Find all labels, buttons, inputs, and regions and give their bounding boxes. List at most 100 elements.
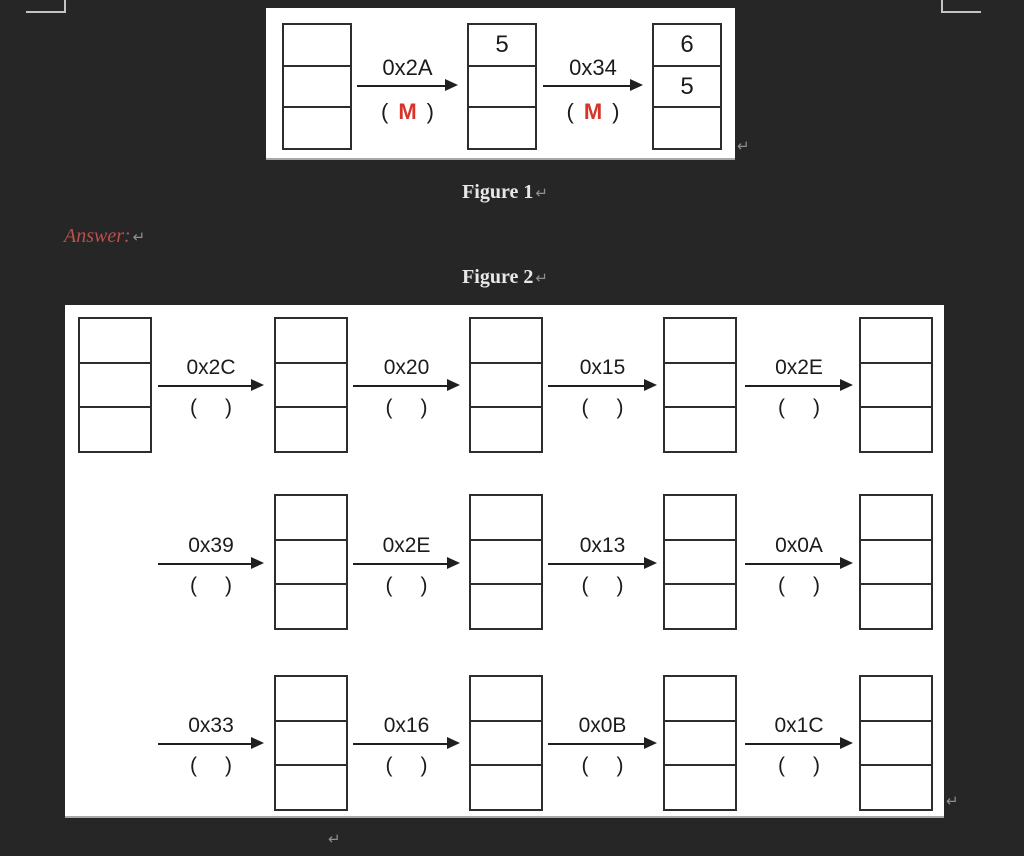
arrow-head-icon: [445, 79, 458, 91]
figure1-stack-2: 5: [467, 23, 537, 150]
arrow-line: [158, 557, 264, 569]
stack-cell: [276, 319, 346, 362]
figure2-panel: 0x2C () 0x20 () 0x15 (): [65, 305, 944, 818]
arrow-annotation: (): [745, 753, 853, 779]
arrow-hex-label: 0x33: [188, 714, 234, 737]
arrow-annotation: (): [548, 573, 657, 599]
stack-cell: [276, 538, 346, 584]
arrow-hex-label: 0x16: [383, 714, 430, 737]
arrow-hex-label: 0x2E: [382, 534, 431, 557]
paren-open: (: [190, 574, 197, 597]
stack-cell: [665, 406, 735, 451]
stack-cell: [471, 406, 541, 451]
figure2-row3-arrow-3: 0x0B (): [548, 713, 657, 779]
arrow-head-icon: [251, 379, 264, 391]
stack-cell: [861, 319, 931, 362]
paragraph-return-mark: ↵: [535, 184, 548, 202]
stack-cell: [284, 106, 350, 148]
figure2-row1-stack-4: [663, 317, 737, 453]
stack-cell: [284, 64, 350, 107]
figure2-row1-arrow-2: 0x20 (): [353, 355, 460, 421]
arrow-annotation: (): [353, 573, 460, 599]
stack-cell: [665, 764, 735, 809]
stack-cell: [276, 583, 346, 628]
figure2-row3-stack-2: [469, 675, 543, 811]
arrow-line: [548, 737, 657, 749]
paren-open: (: [581, 754, 589, 777]
arrow-hex-label: 0x0A: [775, 534, 823, 557]
arrow-hex-label: 0x15: [579, 356, 626, 379]
arrow-line: [548, 379, 657, 391]
stack-cell: [861, 583, 931, 628]
arrow-line: [357, 79, 458, 91]
figure2-row3-arrow-4: 0x1C (): [745, 713, 853, 779]
arrow-annotation: (M): [357, 99, 458, 125]
arrow-hex-label: 0x39: [188, 534, 234, 557]
figure2-row1-stack-5: [859, 317, 933, 453]
paren-close: ): [420, 754, 428, 777]
page-corner-mark-top-right: [941, 0, 981, 13]
arrow-head-icon: [447, 379, 460, 391]
figure2-row2-stack-1: [274, 494, 348, 630]
figure2-row2-arrow-1: 0x39 (): [158, 533, 264, 599]
stack-cell: 6: [680, 30, 694, 58]
stack-cell: [471, 319, 541, 362]
stack-cell: [276, 677, 346, 720]
stack-cell: [471, 361, 541, 407]
stack-cell: [80, 406, 150, 451]
arrow-head-icon: [840, 737, 853, 749]
arrow-annotation: (): [745, 573, 853, 599]
arrow-head-icon: [840, 379, 853, 391]
paragraph-return-mark: ↵: [328, 830, 341, 848]
figure2-row2-stack-3: [663, 494, 737, 630]
stack-cell: [665, 319, 735, 362]
paren-close: ): [813, 396, 820, 419]
answer-line[interactable]: Answer:↵: [64, 225, 145, 248]
paren-open: (: [385, 754, 393, 777]
stack-cell: [469, 64, 535, 107]
arrow-hex-label: 0x1C: [774, 714, 824, 737]
stack-cell: [276, 764, 346, 809]
figure2-row3-arrow-2: 0x16 (): [353, 713, 460, 779]
paren-open: (: [778, 754, 785, 777]
stack-cell: [471, 764, 541, 809]
stack-cell: [471, 538, 541, 584]
stack-cell: [276, 719, 346, 765]
stack-cell: [861, 538, 931, 584]
paren-open: (: [190, 754, 197, 777]
figure1-arrow-1: 0x2A (M): [357, 55, 458, 125]
paragraph-return-mark: ↵: [946, 792, 959, 810]
arrow-head-icon: [840, 557, 853, 569]
arrow-line: [353, 379, 460, 391]
arrow-line: [745, 379, 853, 391]
paren-open: (: [566, 99, 574, 124]
paren-close: ): [813, 574, 820, 597]
arrow-line: [543, 79, 643, 91]
paren-open: (: [581, 396, 589, 419]
arrow-head-icon: [644, 379, 657, 391]
stack-cell: [861, 406, 931, 451]
figure2-row3-arrow-1: 0x33 (): [158, 713, 264, 779]
arrow-line: [158, 379, 264, 391]
arrow-line: [353, 737, 460, 749]
arrow-line: [548, 557, 657, 569]
stack-cell: [471, 677, 541, 720]
figure2-row2-stack-4: [859, 494, 933, 630]
arrow-head-icon: [644, 737, 657, 749]
paren-close: ): [420, 574, 428, 597]
arrow-annotation: (): [158, 753, 264, 779]
arrow-hex-label: 0x20: [383, 356, 430, 379]
stack-cell: [665, 677, 735, 720]
figure2-row1-stack-3: [469, 317, 543, 453]
stack-cell: [80, 319, 150, 362]
arrow-head-icon: [630, 79, 643, 91]
arrow-hex-label: 0x34: [569, 55, 617, 80]
stack-cell: [665, 496, 735, 539]
figure2-row3-stack-1: [274, 675, 348, 811]
paren-close: ): [616, 574, 624, 597]
paren-close: ): [612, 99, 620, 124]
arrow-annotation: (M): [543, 99, 643, 125]
stack-cell: [276, 361, 346, 407]
arrow-head-icon: [447, 737, 460, 749]
